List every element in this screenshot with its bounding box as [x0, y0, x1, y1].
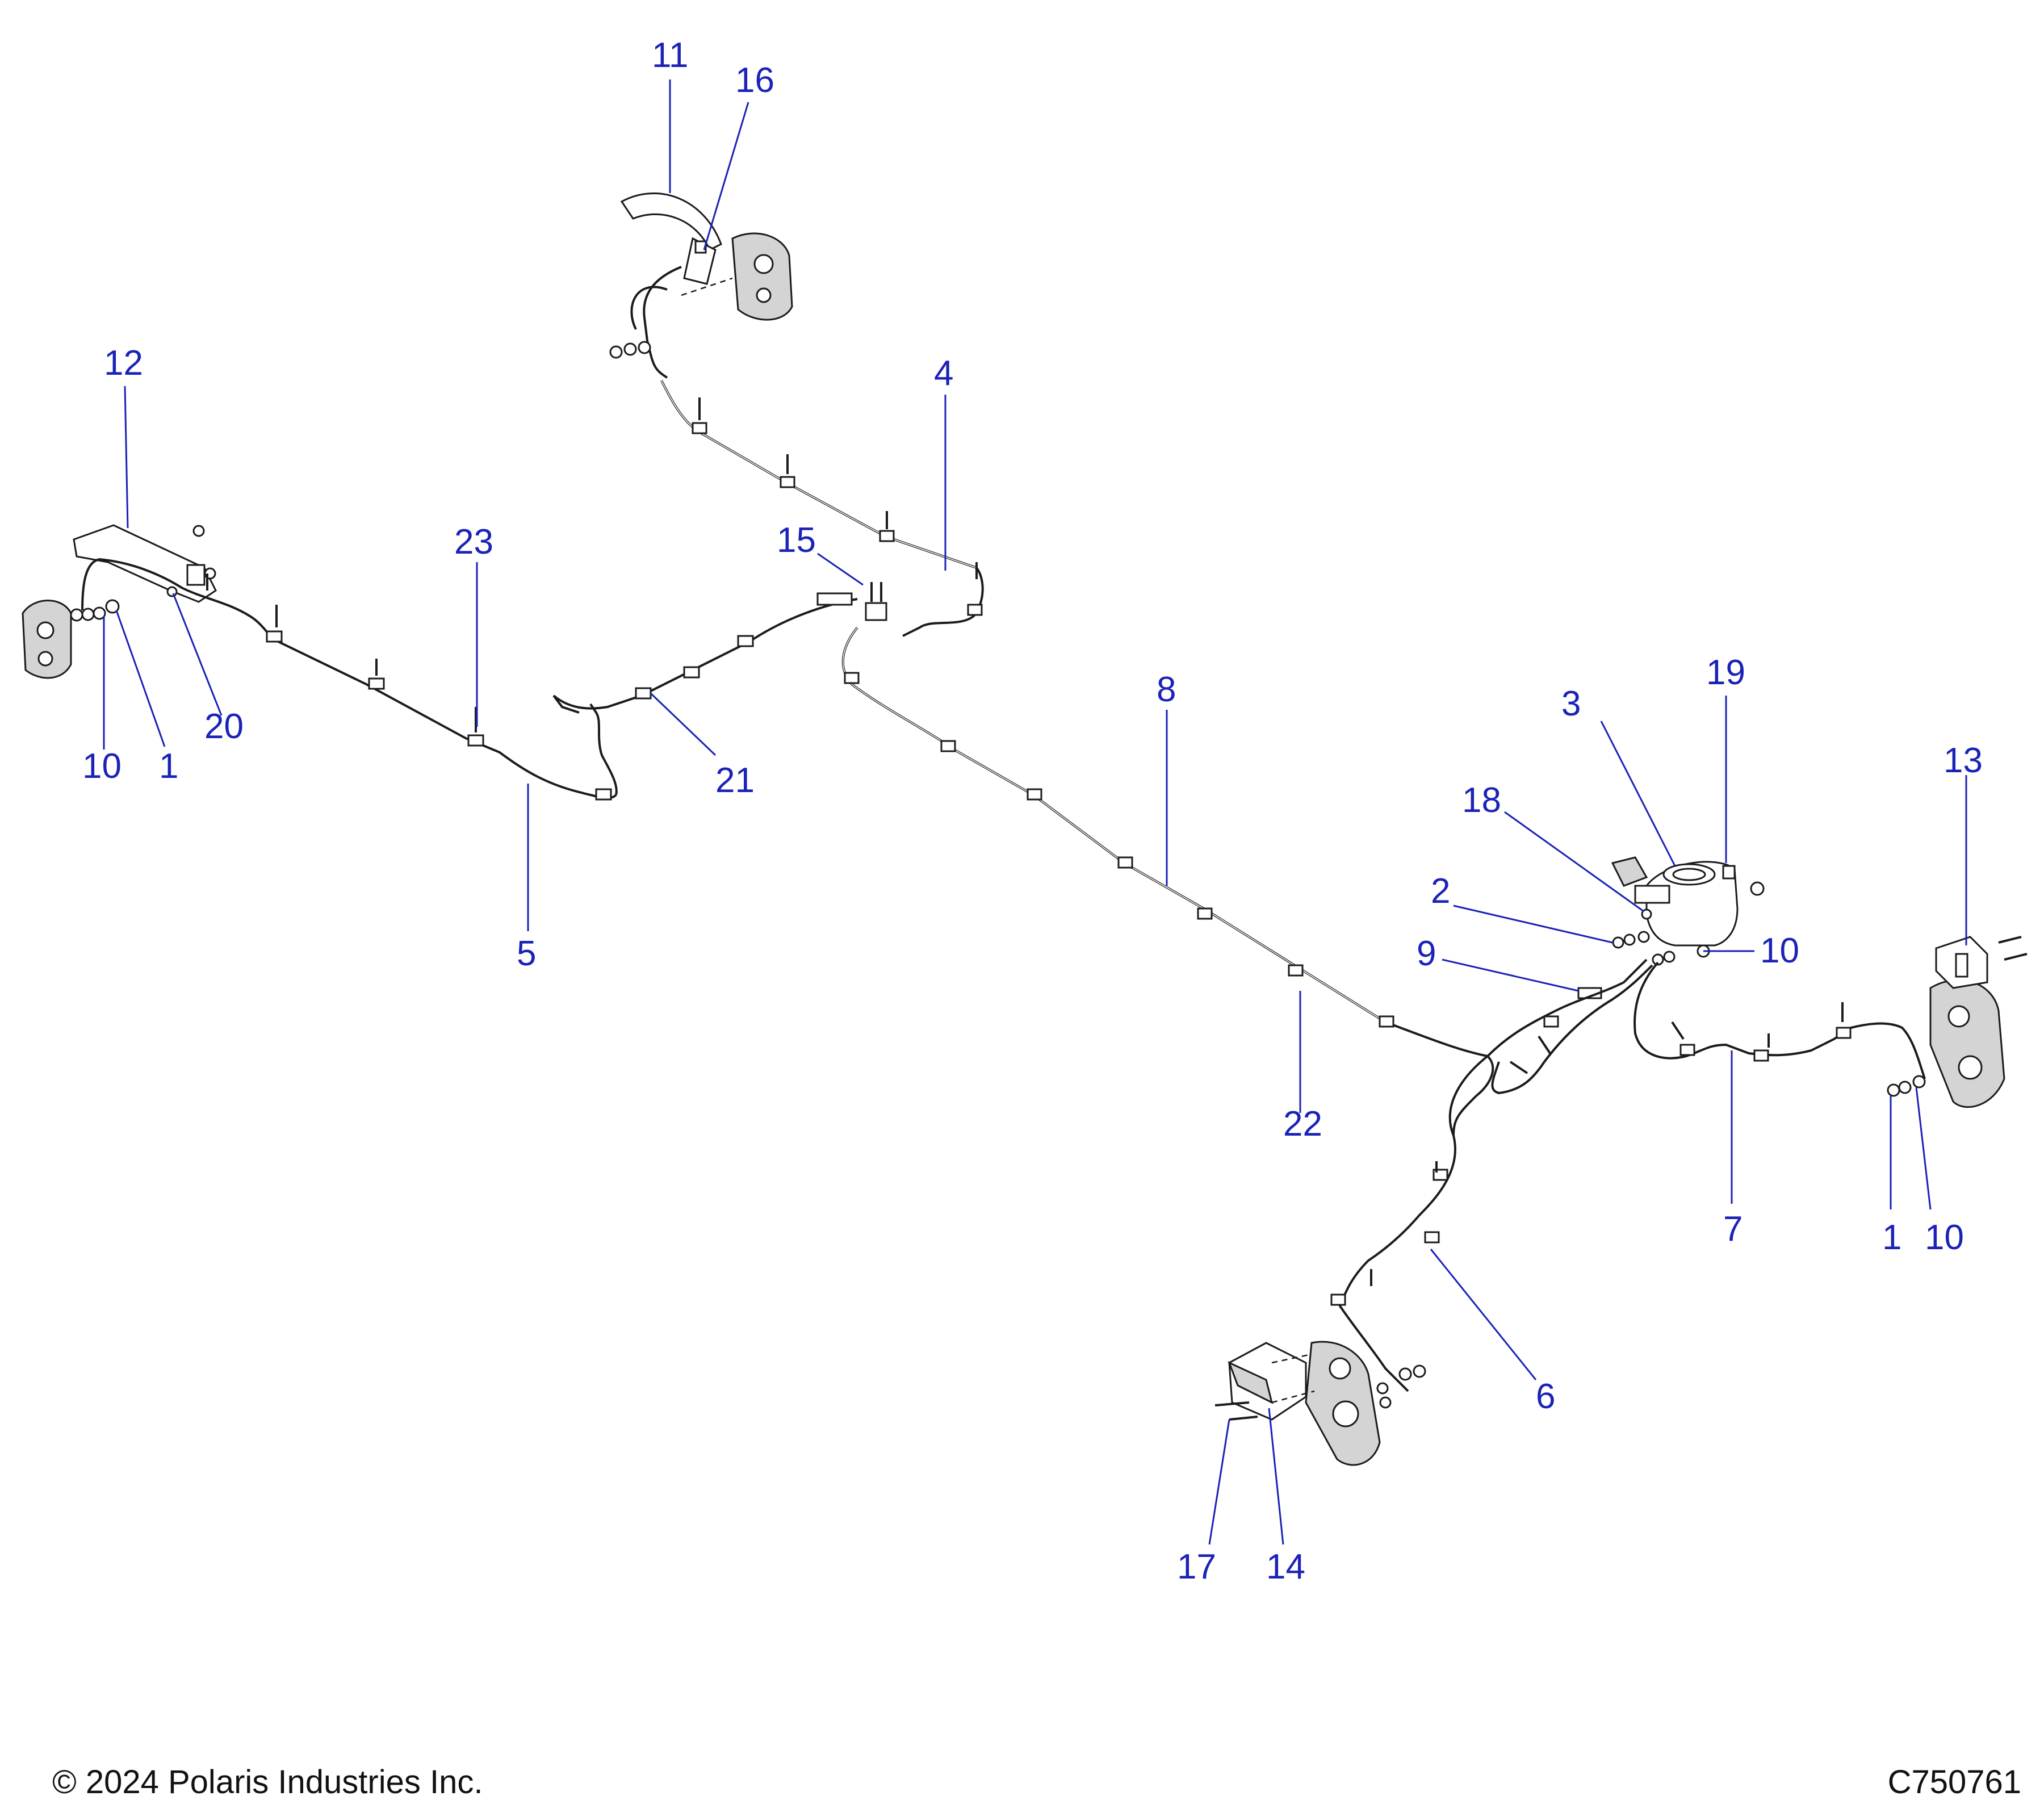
callout-12: 12 — [104, 344, 143, 383]
bracket-14 — [1228, 1342, 1307, 1421]
bracket-12 — [73, 524, 217, 603]
callout-19: 19 — [1706, 653, 1745, 692]
fitting-19 — [1722, 865, 1736, 880]
callout-11: 11 — [652, 36, 688, 75]
callout-2: 2 — [1431, 872, 1450, 911]
callout-16: 16 — [735, 61, 774, 100]
copyright-notice: © 2024 Polaris Industries Inc. — [52, 1764, 483, 1801]
grommet-20 — [166, 586, 178, 597]
front-right-caliper-assembly — [609, 192, 793, 379]
bolt-17a — [1214, 1401, 1250, 1406]
master-cylinder-assembly — [1486, 856, 1765, 1095]
callout-20: 20 — [204, 707, 244, 746]
callout-3: 3 — [1561, 684, 1581, 723]
callout-4: 4 — [934, 354, 953, 393]
callout-6: 6 — [1536, 1377, 1555, 1416]
brake-line-21 — [552, 582, 887, 714]
callout-18: 18 — [1462, 781, 1501, 820]
bolt-2 — [1612, 936, 1624, 949]
callout-8: 8 — [1157, 670, 1176, 709]
callout-23: 23 — [454, 522, 493, 562]
leader-lines — [103, 79, 1967, 1545]
bolt-18 — [1641, 909, 1652, 920]
brake-shield-11 — [620, 192, 722, 252]
left-caliper-assembly — [22, 524, 217, 679]
bolt-17b — [1229, 1416, 1258, 1421]
callout-10-right: 10 — [1925, 1218, 1964, 1257]
callout-13: 13 — [1944, 741, 1983, 780]
callout-1-left: 1 — [159, 747, 178, 786]
callout-10-left: 10 — [82, 747, 122, 786]
callout-22: 22 — [1283, 1104, 1322, 1144]
callout-21: 21 — [715, 761, 755, 800]
brake-line-8 — [841, 626, 1488, 1057]
callouts: 11 16 12 4 23 15 8 19 3 13 18 2 10 9 20 … — [82, 36, 1983, 1586]
callout-10-mc: 10 — [1760, 931, 1799, 970]
callout-7: 7 — [1723, 1209, 1743, 1249]
callout-1-right: 1 — [1882, 1218, 1901, 1257]
callout-17: 17 — [1177, 1547, 1216, 1586]
caliper-top — [731, 232, 793, 321]
brake-line-7 — [1633, 936, 2028, 1108]
brake-line-5 — [81, 558, 618, 801]
callout-5: 5 — [517, 934, 536, 973]
callout-14: 14 — [1266, 1547, 1305, 1586]
callout-15: 15 — [777, 521, 816, 560]
junction-block-15 — [865, 602, 887, 621]
caliper-right — [1929, 979, 2005, 1108]
callout-9: 9 — [1417, 934, 1436, 973]
brake-line-6 — [1214, 1055, 1494, 1466]
drawing-number: C750761 — [1887, 1764, 2021, 1801]
brake-line-4 — [660, 380, 984, 637]
